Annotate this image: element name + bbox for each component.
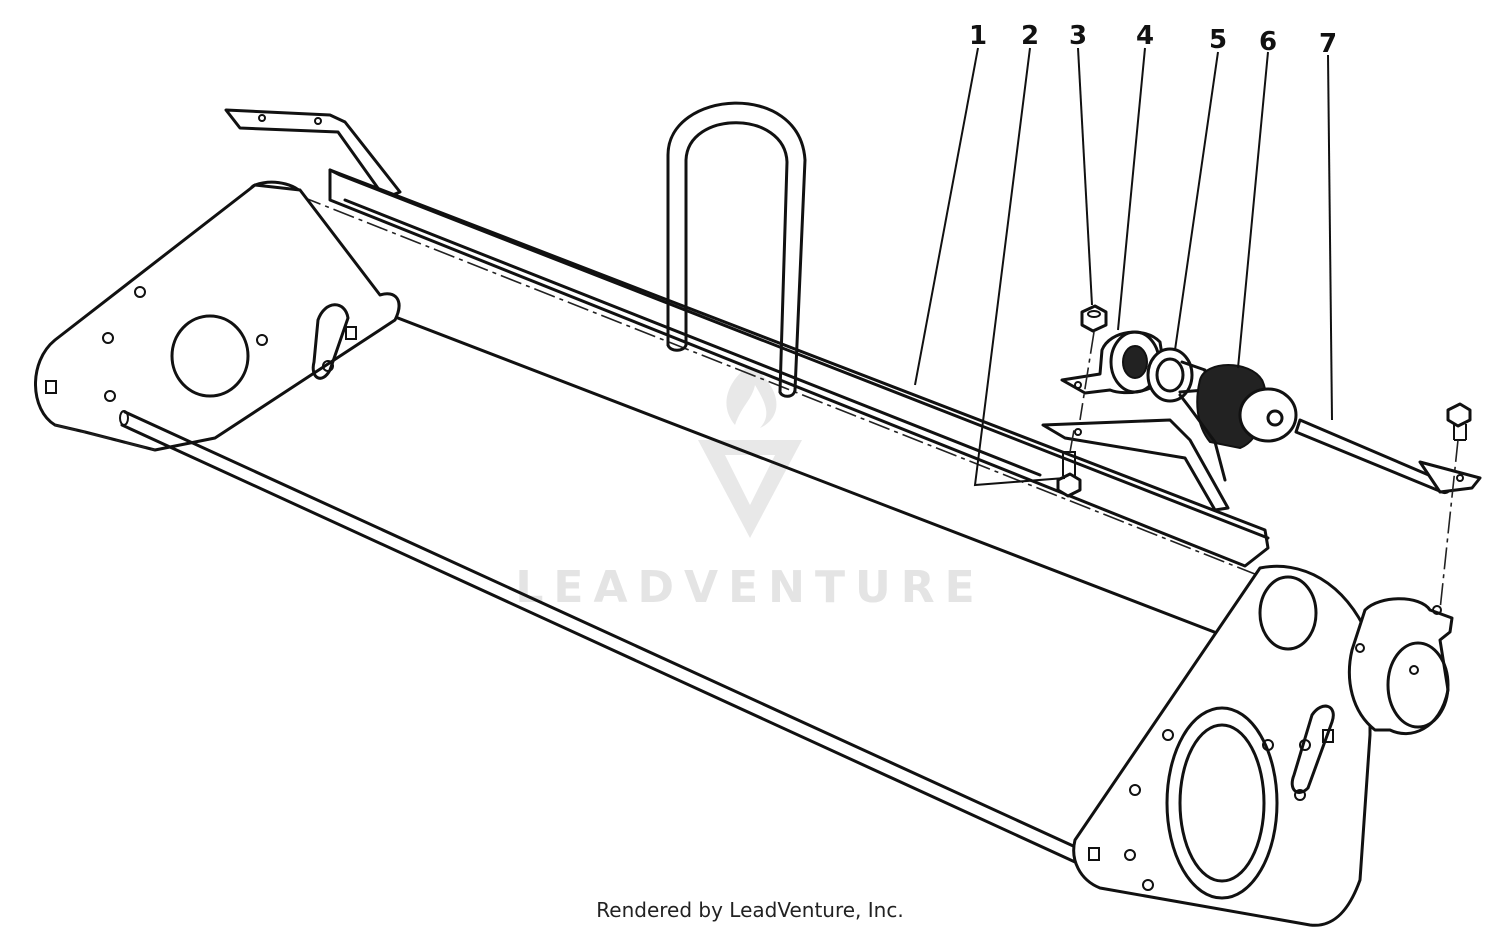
callout-7: 7 — [1319, 29, 1337, 59]
spring-bracket — [1041, 418, 1230, 512]
u-handle — [666, 101, 807, 398]
right-end-plate — [1072, 564, 1372, 927]
callout-6: 6 — [1259, 27, 1277, 57]
bearing-housing — [1060, 330, 1167, 395]
callout-3: 3 — [1069, 21, 1087, 51]
hex-nut — [1080, 304, 1108, 333]
callout-1: 1 — [969, 21, 987, 51]
left-end-plate — [34, 183, 401, 452]
angle-iron — [328, 168, 1270, 568]
clamp-housing — [1347, 597, 1454, 736]
bearing-collar — [1146, 347, 1207, 403]
torsion-spring — [1178, 364, 1298, 482]
flame-logo-icon — [698, 365, 802, 538]
render-credit: Rendered by LeadVenture, Inc. — [596, 898, 904, 922]
left-mount-bracket — [224, 108, 402, 200]
callout-4: 4 — [1136, 21, 1154, 51]
callout-labels: 1 2 3 4 5 6 7 — [969, 21, 1337, 59]
callout-2: 2 — [1021, 21, 1039, 51]
bolt-upper-right — [1446, 402, 1472, 441]
tie-rod — [119, 410, 1084, 864]
watermark: LEADVENTURE — [515, 365, 984, 613]
watermark-text: LEADVENTURE — [515, 562, 984, 613]
leader-lines — [914, 47, 1333, 487]
bolt-lower — [1056, 451, 1082, 498]
callout-5: 5 — [1209, 25, 1227, 55]
assembly-lines — [1069, 331, 1459, 611]
hinge-pin — [1294, 418, 1482, 495]
